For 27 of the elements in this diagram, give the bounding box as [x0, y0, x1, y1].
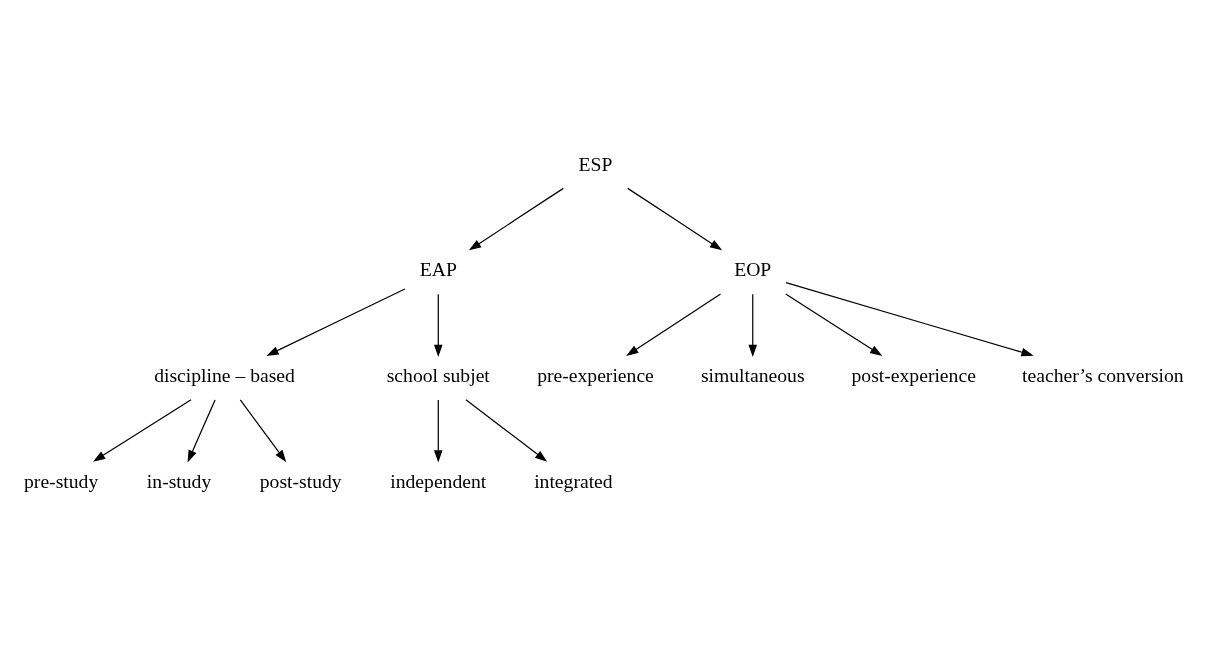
node-text: pre-study [24, 469, 99, 492]
arrow [433, 398, 443, 463]
arrow [785, 292, 883, 356]
arrow [465, 398, 548, 462]
node-text: EOP [734, 257, 772, 280]
arrow [187, 398, 216, 462]
node-text: discipline – based [154, 363, 295, 386]
arrow [92, 398, 192, 462]
node-text: ESP [578, 152, 613, 175]
node-text: in-study [146, 469, 212, 492]
node-text: independent [390, 469, 487, 492]
node-text: simultaneous [700, 363, 805, 386]
node-text: pre-experience [537, 363, 654, 386]
arrow [468, 187, 564, 250]
node-text: integrated [534, 469, 613, 492]
node-text: EAP [419, 257, 457, 280]
node-text: teacher’s conversion [1022, 363, 1184, 386]
node-text: post-experience [851, 363, 976, 386]
arrow [266, 287, 406, 356]
arrow [748, 293, 758, 357]
arrow [433, 293, 443, 357]
arrow [627, 187, 723, 250]
node-text: post-study [259, 469, 342, 492]
arrow [239, 398, 287, 462]
arrow [626, 292, 722, 356]
node-text: school subjet [386, 363, 490, 386]
arrow [785, 281, 1034, 356]
